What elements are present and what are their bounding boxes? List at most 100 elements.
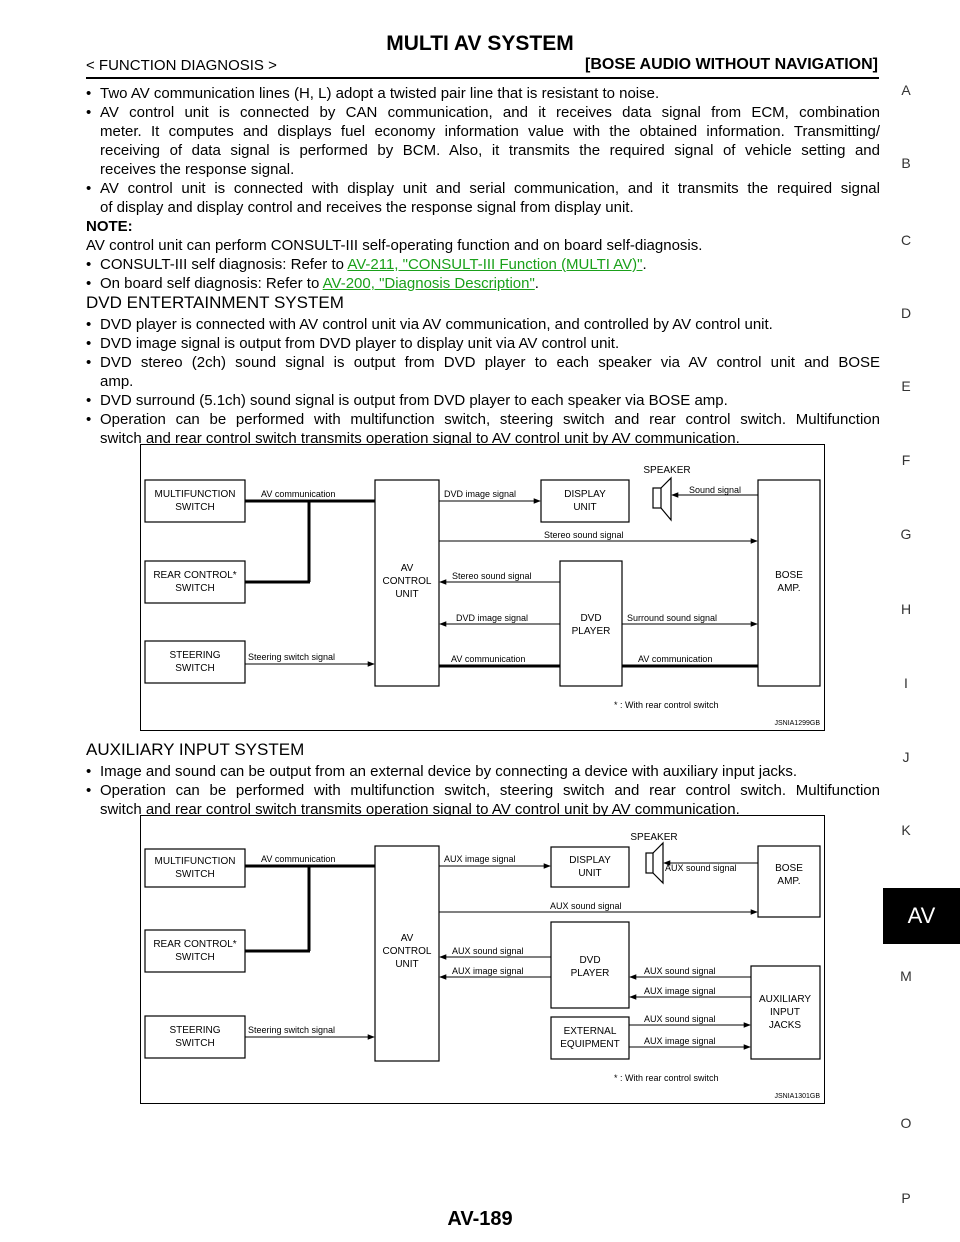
diagram-code: JSNIA1301GB [774, 1093, 820, 1100]
text-line: receives the response signal. [100, 161, 295, 178]
box-label: SWITCH [175, 663, 214, 674]
consult-function-link[interactable]: AV-211, "CONSULT-III Function (MULTI AV)… [347, 256, 643, 273]
signal-label: Surround sound signal [627, 613, 717, 623]
text-line: Image and sound can be output from an ex… [100, 763, 798, 780]
text-line: receiving of data signal is performed by… [100, 142, 880, 159]
section-tab-av: AV [883, 888, 960, 944]
ref-prefix: On board self diagnosis: Refer to [100, 275, 323, 292]
signal-label: DVD image signal [444, 489, 516, 499]
page-title: MULTI AV SYSTEM [386, 32, 574, 55]
signal-label: AV communication [638, 654, 712, 664]
box-label: UNIT [573, 502, 596, 513]
bose-amp-box [757, 845, 821, 918]
box-label: AMP. [777, 583, 800, 594]
bullet-icon: • [86, 180, 92, 197]
box-label: PLAYER [571, 968, 610, 979]
speaker-label: SPEAKER [643, 465, 690, 476]
signal-label: Stereo sound signal [452, 571, 532, 581]
box-label: DISPLAY [569, 855, 611, 866]
text-line: of display and display control and recei… [100, 199, 634, 216]
box-label: CONTROL [383, 576, 432, 587]
text-line: Operation can be performed with multifun… [100, 411, 880, 428]
ref-suffix: . [642, 256, 647, 273]
signal-label: AUX image signal [444, 854, 516, 864]
auxiliary-input-jacks-box [750, 965, 821, 1060]
bullet-icon: • [86, 392, 92, 409]
bullet-icon: • [86, 335, 92, 352]
aux-system-diagram: MULTIFUNCTION SWITCH REAR CONTROL* SWITC… [140, 815, 825, 1104]
av-control-unit-box [374, 479, 440, 687]
text-line: AV control unit is connected by CAN comm… [100, 104, 880, 121]
bose-amp-box [757, 479, 821, 687]
box-label: BOSE [775, 570, 803, 581]
bullet-icon: • [86, 354, 92, 371]
box-label: PLAYER [572, 626, 611, 637]
bullet-icon: • [86, 763, 92, 780]
bullet-icon: • [86, 104, 92, 121]
steering-switch-box [144, 640, 246, 684]
header-rule [86, 77, 879, 79]
dvd-system-diagram-svg: MULTIFUNCTION SWITCH REAR CONTROL* SWITC… [144, 465, 821, 727]
box-label: SWITCH [175, 583, 214, 594]
side-index-o: O [900, 1115, 912, 1131]
bullet-icon: • [86, 782, 92, 799]
signal-label: AV communication [451, 654, 525, 664]
header-subtitle: [BOSE AUDIO WITHOUT NAVIGATION] [584, 56, 878, 73]
box-label: AMP. [777, 876, 800, 887]
box-label: STEERING [169, 1025, 220, 1036]
steering-switch-box [144, 1015, 246, 1059]
text-line: switch and rear control switch transmits… [100, 430, 740, 447]
text-line: switch and rear control switch transmits… [100, 801, 740, 818]
rear-control-switch-box [144, 929, 246, 973]
box-label: STEERING [169, 650, 220, 661]
box-label: JACKS [769, 1020, 802, 1031]
side-index-p: P [901, 1190, 911, 1206]
speaker-icon [652, 476, 672, 522]
box-label: DVD [579, 955, 600, 966]
av-control-unit-box [374, 845, 440, 1062]
note-label: NOTE: [86, 218, 133, 235]
box-label: MULTIFUNCTION [155, 856, 236, 867]
dvd-player-box [550, 921, 630, 1009]
intro-text: • Two AV communication lines (H, L) adop… [86, 84, 880, 294]
signal-label: Sound signal [689, 485, 741, 495]
side-index-i: I [904, 675, 908, 691]
dvd-system-diagram: MULTIFUNCTION SWITCH REAR CONTROL* SWITC… [140, 444, 825, 731]
side-index-a: A [901, 82, 911, 98]
side-index-e: E [901, 378, 911, 394]
page-number: AV-189 [447, 1208, 513, 1230]
box-label: SWITCH [175, 869, 214, 880]
box-label: SWITCH [175, 502, 214, 513]
box-label: AV [401, 563, 414, 574]
signal-label: AUX sound signal [550, 901, 622, 911]
side-index-g: G [900, 526, 912, 542]
signal-label: AUX image signal [644, 1036, 716, 1046]
box-label: UNIT [395, 959, 418, 970]
aux-system-diagram-svg: MULTIFUNCTION SWITCH REAR CONTROL* SWITC… [144, 832, 821, 1100]
signal-label: AUX sound signal [644, 966, 716, 976]
text-line: DVD image signal is output from DVD play… [100, 335, 620, 352]
box-label: SWITCH [175, 1038, 214, 1049]
diagnosis-description-link[interactable]: AV-200, "Diagnosis Description" [322, 275, 535, 292]
signal-label: Steering switch signal [248, 652, 335, 662]
diagram-footnote: * : With rear control switch [614, 700, 719, 710]
text-line: amp. [100, 373, 134, 390]
signal-label: AUX sound signal [644, 1014, 716, 1024]
side-index-j: J [902, 749, 910, 765]
box-label: EQUIPMENT [560, 1039, 619, 1050]
rear-control-switch-box [144, 560, 246, 604]
header-section-label: < FUNCTION DIAGNOSIS > [86, 57, 277, 74]
side-index-d: D [900, 305, 912, 321]
aux-section-heading: AUXILIARY INPUT SYSTEM [86, 740, 305, 759]
box-label: AUXILIARY [759, 994, 811, 1005]
bullet-icon: • [86, 275, 92, 292]
box-label: REAR CONTROL* [153, 570, 236, 581]
bullet-icon: • [86, 411, 92, 428]
box-label: BOSE [775, 863, 803, 874]
signal-label: AV communication [261, 489, 335, 499]
multifunction-switch-box [144, 479, 246, 523]
box-label: EXTERNAL [564, 1026, 617, 1037]
signal-label: AV communication [261, 854, 335, 864]
signal-label: AUX image signal [452, 966, 524, 976]
display-unit-box [550, 846, 630, 888]
